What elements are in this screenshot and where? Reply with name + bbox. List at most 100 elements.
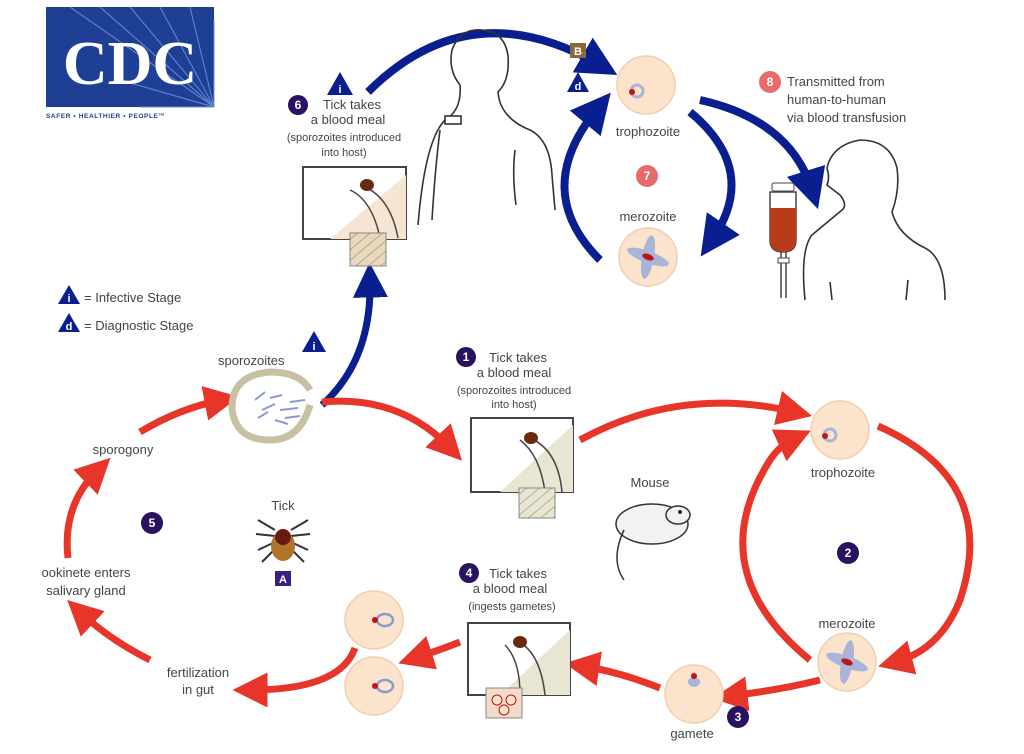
legend: i = Infective Stage d = Diagnostic Stage <box>58 285 193 333</box>
svg-text:a blood meal: a blood meal <box>311 112 386 127</box>
step-badge <box>288 95 308 115</box>
ookinete-label: ookinete enters <box>42 565 131 580</box>
svg-text:i: i <box>67 293 70 305</box>
svg-text:Tick takes: Tick takes <box>489 350 548 365</box>
arrow-sporozoites-to-mouse-bite <box>321 397 463 461</box>
tick-feeding-illustration <box>467 622 571 719</box>
legend-diagnostic-label: = Diagnostic Stage <box>84 318 193 333</box>
step-badge <box>837 542 859 564</box>
svg-text:a blood meal: a blood meal <box>473 581 548 596</box>
cdc-logo: CDC SAFER • HEALTHIER • PEOPLE™ <box>46 6 215 120</box>
legend-infective: i = Infective Stage <box>58 285 181 305</box>
logo-text: CDC <box>63 30 197 98</box>
merozoite-label: merozoite <box>818 616 875 631</box>
svg-text:7: 7 <box>644 169 651 183</box>
step-badge <box>141 512 163 534</box>
svg-text:human-to-human: human-to-human <box>787 92 886 107</box>
step-8: 8 Transmitted from human-to-human via bl… <box>759 71 906 125</box>
logo-rays <box>69 6 215 108</box>
arrow-bite-to-trophozoite <box>578 390 813 444</box>
arrow-merozoite-to-trophozoite <box>739 429 813 663</box>
fertilization-label-2: in gut <box>182 682 214 697</box>
svg-text:(sporozoites introduced: (sporozoites introduced <box>457 385 571 397</box>
arrow-transfusion <box>699 96 826 210</box>
arrow-tick-meal-to-gut <box>398 635 462 670</box>
arrow-sporozoites-to-human <box>319 262 388 408</box>
svg-text:5: 5 <box>149 516 156 530</box>
gametes-in-gut <box>344 590 404 716</box>
logo-tagline: SAFER • HEALTHIER • PEOPLE™ <box>46 113 166 120</box>
legend-diagnostic: d = Diagnostic Stage <box>58 313 193 333</box>
arrow-gamete-to-tick-meal <box>564 651 662 692</box>
tick-host-marker-a <box>275 571 291 586</box>
trophozoite-label: trophozoite <box>616 124 680 139</box>
svg-text:via blood transfusion: via blood transfusion <box>787 110 906 125</box>
svg-text:a blood meal: a blood meal <box>477 365 552 380</box>
human-host-marker-b <box>570 43 586 58</box>
tick-icon <box>524 432 538 444</box>
merozoite-human: merozoite <box>618 209 678 287</box>
svg-text:into host): into host) <box>491 399 536 411</box>
step-5: 5 <box>141 512 163 534</box>
diagnostic-stage-icon <box>567 72 589 92</box>
ookinete-label-2: salivary gland <box>46 583 126 598</box>
trophozoite-human: trophozoite <box>616 55 680 139</box>
svg-text:B: B <box>574 46 582 58</box>
svg-text:i: i <box>312 341 315 353</box>
bite-site-marker <box>444 115 462 125</box>
arrow-gametes-to-fertilization <box>232 646 359 708</box>
gamete: gamete 3 <box>664 664 749 741</box>
step-2: 2 <box>837 542 859 564</box>
arrow-trophozoite-to-merozoite <box>687 108 740 257</box>
tick-bite-illustration-mouse <box>470 417 574 519</box>
merozoite-label: merozoite <box>619 209 676 224</box>
arrow-sporogony-to-sporozoites <box>138 386 240 436</box>
logo-background <box>46 7 214 107</box>
step-badge-3 <box>727 706 749 728</box>
svg-text:8: 8 <box>767 75 774 89</box>
svg-text:4: 4 <box>466 566 473 580</box>
fertilization-label: fertilization <box>167 665 229 680</box>
tick-label: Tick <box>271 498 295 513</box>
arrow-trophozoite-to-merozoite <box>876 422 974 675</box>
step-badge <box>456 347 476 367</box>
merozoite-mouse: merozoite <box>817 616 877 692</box>
diagnostic-stage-icon <box>58 313 80 332</box>
svg-text:(ingests gametes): (ingests gametes) <box>468 601 555 613</box>
infective-stage-icon <box>327 72 353 95</box>
human-figure-host <box>417 29 556 226</box>
mouse: Mouse <box>615 475 691 581</box>
infective-stage-icon <box>58 285 80 304</box>
trophozoite-label: trophozoite <box>811 465 875 480</box>
arrow-fertilization-to-ookinete <box>67 600 152 664</box>
blood-transfusion-bag <box>769 182 797 298</box>
svg-text:into host): into host) <box>321 147 366 159</box>
legend-infective-label: = Infective Stage <box>84 290 181 305</box>
step-badge <box>759 71 781 93</box>
trophozoite-mouse: trophozoite <box>810 400 875 480</box>
svg-text:(sporozoites introduced: (sporozoites introduced <box>287 132 401 144</box>
svg-text:Transmitted from: Transmitted from <box>787 74 885 89</box>
svg-text:Tick takes: Tick takes <box>489 566 548 581</box>
svg-text:2: 2 <box>845 546 852 560</box>
svg-text:d: d <box>66 321 73 333</box>
arrow-ookinete-to-sporogony <box>63 457 111 559</box>
sporogony-label: sporogony <box>93 442 154 457</box>
sporozoites-label: sporozoites <box>218 353 285 368</box>
human-host-markers: B d <box>567 43 589 93</box>
tick: Tick A <box>255 498 311 586</box>
tick-icon <box>360 179 374 191</box>
svg-text:Tick takes: Tick takes <box>323 97 382 112</box>
infective-stage-icon <box>302 331 326 352</box>
step-6: i 6 Tick takes a blood meal (sporozoites… <box>287 72 401 159</box>
human-cycle <box>319 29 826 408</box>
svg-text:i: i <box>338 84 341 96</box>
arrow-merozoite-to-trophozoite <box>560 92 611 263</box>
gamete-label: gamete <box>670 726 713 741</box>
human-figure-recipient <box>802 139 946 301</box>
step-4: 4 Tick takes a blood meal (ingests gamet… <box>459 563 556 613</box>
arrow-merozoite-to-gamete <box>712 676 821 712</box>
tick-bite-illustration-human <box>302 166 407 267</box>
svg-text:1: 1 <box>463 350 470 364</box>
